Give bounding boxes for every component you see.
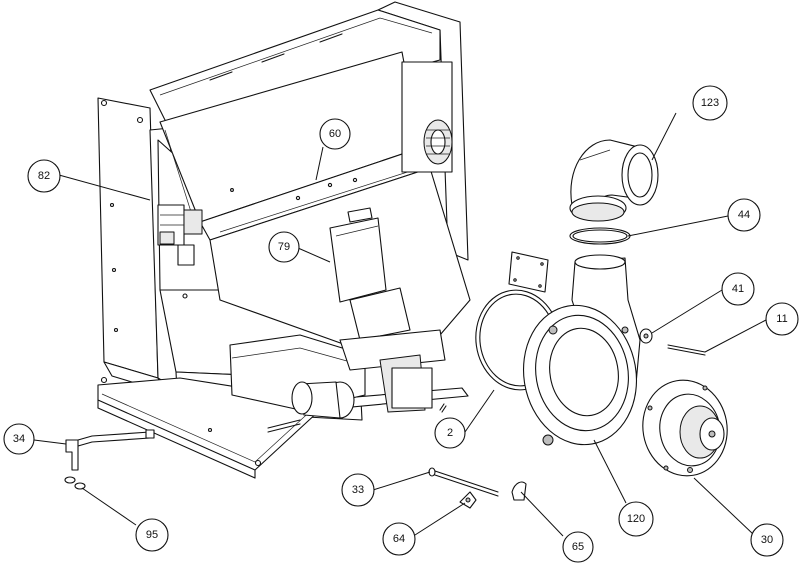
callout-label: 11 bbox=[776, 313, 787, 325]
caps-part-95 bbox=[64, 476, 86, 490]
callout-123: 123 bbox=[692, 85, 728, 121]
valve-part-82 bbox=[157, 204, 203, 266]
leader-11 bbox=[704, 319, 767, 353]
callout-label: 120 bbox=[627, 513, 645, 525]
clamp-ring-part-44 bbox=[569, 227, 631, 245]
callout-label: 34 bbox=[13, 433, 25, 445]
leader-41 bbox=[651, 289, 723, 334]
callout-65: 65 bbox=[562, 531, 594, 563]
rod-part-33 bbox=[428, 467, 499, 497]
leader-120 bbox=[593, 439, 627, 504]
callout-33: 33 bbox=[341, 473, 375, 507]
fan-motor-part-30 bbox=[642, 379, 728, 477]
callout-label: 79 bbox=[278, 241, 290, 253]
callout-label: 2 bbox=[447, 427, 453, 439]
callout-79: 79 bbox=[268, 231, 300, 263]
callouts: 123 60 82 44 79 41 11 2 bbox=[3, 85, 799, 563]
callout-44: 44 bbox=[727, 198, 761, 232]
leader-34 bbox=[33, 439, 67, 445]
leader-82 bbox=[58, 174, 151, 201]
callout-label: 60 bbox=[329, 128, 341, 140]
blower-housing-part-120 bbox=[522, 254, 641, 446]
elbow-pipe-part-123 bbox=[569, 139, 659, 222]
leader-60 bbox=[315, 146, 324, 181]
callout-41: 41 bbox=[721, 272, 755, 306]
callout-label: 44 bbox=[738, 209, 750, 221]
bracket-part-79 bbox=[329, 207, 446, 413]
washer-part-41 bbox=[639, 328, 653, 344]
sensor-part-34 bbox=[65, 429, 155, 471]
leader-79 bbox=[297, 247, 331, 263]
callout-label: 64 bbox=[393, 533, 405, 545]
callout-label: 30 bbox=[761, 534, 773, 546]
callout-label: 82 bbox=[38, 170, 50, 182]
leader-64 bbox=[414, 502, 466, 536]
leader-lines bbox=[33, 112, 767, 537]
callout-82: 82 bbox=[27, 159, 61, 193]
leader-2 bbox=[464, 389, 495, 433]
callout-11: 11 bbox=[765, 302, 799, 336]
callout-label: 123 bbox=[701, 97, 719, 109]
clip-part-64 bbox=[459, 491, 477, 509]
callout-label: 95 bbox=[146, 529, 158, 541]
callout-60: 60 bbox=[319, 118, 351, 150]
callout-95: 95 bbox=[135, 518, 169, 552]
leader-123 bbox=[651, 112, 677, 161]
leader-33 bbox=[372, 471, 431, 491]
cover-plate bbox=[508, 251, 549, 293]
leader-44 bbox=[627, 215, 729, 237]
callout-2: 2 bbox=[434, 417, 466, 449]
callout-label: 33 bbox=[352, 484, 364, 496]
callout-64: 64 bbox=[382, 522, 416, 556]
clip-part-65 bbox=[511, 481, 527, 501]
pin-part-11 bbox=[667, 344, 706, 356]
leader-65 bbox=[520, 491, 564, 537]
callout-34: 34 bbox=[3, 423, 35, 455]
leader-95 bbox=[81, 487, 137, 526]
leader-30 bbox=[693, 477, 754, 535]
callout-30: 30 bbox=[750, 523, 784, 557]
callout-label: 41 bbox=[732, 283, 744, 295]
callout-label: 65 bbox=[572, 541, 584, 553]
callout-120: 120 bbox=[618, 501, 654, 537]
